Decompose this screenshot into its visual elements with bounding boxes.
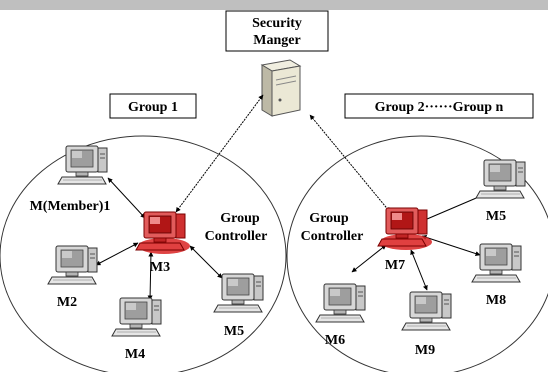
m4-label: M4 (125, 347, 145, 362)
m5-left-computer-icon (213, 273, 264, 313)
m3-label: M3 (150, 260, 170, 275)
m1-computer-icon (57, 145, 108, 185)
link-m3-m4 (147, 251, 154, 301)
group1-circle (0, 135, 287, 372)
m5-left-label: M5 (224, 324, 244, 339)
link-m1-m3 (107, 177, 146, 219)
group1-controller-label-line2: Controller (205, 229, 268, 244)
link-m3-m5-left (189, 245, 223, 279)
link-m7-m6 (351, 244, 387, 273)
m1-label: M(Member)1 (30, 199, 111, 214)
m3-controller-icon (135, 211, 191, 255)
m5-right-label: M5 (486, 209, 506, 224)
server-icon (260, 59, 302, 117)
m2-computer-icon (47, 245, 98, 285)
security-manager-title-line1: Security (252, 16, 302, 31)
group2-controller-label-line2: Controller (301, 229, 364, 244)
m6-label: M6 (325, 333, 345, 348)
link-m7-m8 (421, 235, 481, 256)
m7-controller-icon (377, 207, 433, 251)
security-manager-title-line2: Manger (253, 33, 300, 48)
top-bar (0, 0, 548, 10)
link-m7-m9 (410, 249, 428, 291)
group2-controller-label-line1: Group (309, 211, 349, 226)
group2-circle (286, 135, 548, 372)
m4-computer-icon (111, 297, 162, 337)
group2-label-box (344, 93, 534, 119)
m8-label: M8 (486, 293, 506, 308)
m9-computer-icon (401, 291, 452, 331)
m6-computer-icon (315, 283, 366, 323)
group2-label: Group 2······Group n (375, 100, 504, 115)
link-m3-server (175, 94, 264, 213)
m8-computer-icon (471, 243, 522, 283)
m2-label: M2 (57, 295, 77, 310)
group1-controller-label-line1: Group (220, 211, 260, 226)
group1-label: Group 1 (128, 100, 178, 115)
link-m2-m3 (95, 242, 139, 266)
security-manager-box (225, 10, 329, 52)
link-m7-server (309, 114, 391, 213)
m7-label: M7 (385, 258, 405, 273)
m5-right-computer-icon (475, 159, 526, 199)
m9-label: M9 (415, 343, 435, 358)
